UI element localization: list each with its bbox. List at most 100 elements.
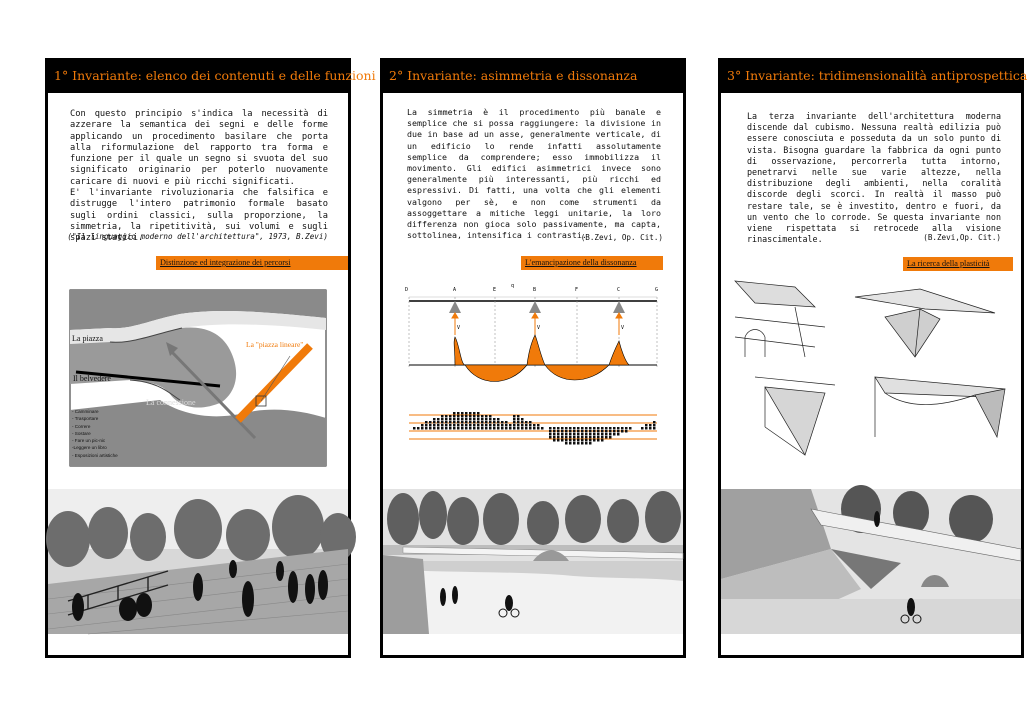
histogram-dot <box>461 424 464 427</box>
histogram-dot <box>441 418 444 421</box>
histogram-dot <box>493 418 496 421</box>
histogram-dot <box>489 427 492 430</box>
histogram-dot <box>557 427 560 430</box>
histogram-dot <box>625 430 628 433</box>
map-activities-list: - Camminare - Trasportare - Correre - So… <box>72 408 118 459</box>
histogram-dot <box>625 427 628 430</box>
histogram-dot <box>457 421 460 424</box>
histogram-dot <box>501 421 504 424</box>
map-label-belvedere: Il belvedere <box>73 374 111 383</box>
histogram-dot <box>561 430 564 433</box>
histogram-dot <box>469 415 472 418</box>
histogram-dot <box>569 433 572 436</box>
histogram-dot <box>445 421 448 424</box>
histogram-dot <box>453 421 456 424</box>
figure-label: La ricerca della plasticità <box>903 257 1013 271</box>
render-bridge-underside <box>721 485 1022 634</box>
histogram-dot <box>577 427 580 430</box>
histogram-dot <box>521 421 524 424</box>
histogram-dot <box>605 430 608 433</box>
histogram-dot <box>501 424 504 427</box>
histogram-dot <box>581 442 584 445</box>
histogram-dot <box>609 433 612 436</box>
histogram-dot <box>465 415 468 418</box>
histogram-dot <box>573 433 576 436</box>
histogram-dot <box>521 424 524 427</box>
site-map: La piazza Il belvedere La connessione La… <box>69 289 327 467</box>
histogram-dot <box>489 424 492 427</box>
histogram-dot <box>493 421 496 424</box>
histogram-dot <box>525 421 528 424</box>
histogram-dot <box>601 433 604 436</box>
histogram-dot <box>445 424 448 427</box>
histogram-dot <box>597 430 600 433</box>
histogram-dot <box>421 427 424 430</box>
histogram-dot <box>493 424 496 427</box>
histogram-dot <box>561 436 564 439</box>
histogram-dot <box>469 427 472 430</box>
histogram-dot <box>645 427 648 430</box>
histogram-dot <box>561 427 564 430</box>
histogram-dot <box>617 433 620 436</box>
histogram-dot <box>573 427 576 430</box>
histogram-dot <box>481 421 484 424</box>
histogram-dot <box>469 421 472 424</box>
histogram-dot <box>581 433 584 436</box>
histogram-dot <box>573 442 576 445</box>
histogram-dot <box>433 424 436 427</box>
render-underside-image <box>721 485 1022 634</box>
histogram-dot <box>585 436 588 439</box>
render-piazza-image <box>46 489 356 635</box>
histogram-dot <box>609 427 612 430</box>
histogram-dot <box>493 427 496 430</box>
activity-item: - Camminare <box>72 409 99 414</box>
histogram-dot <box>477 415 480 418</box>
histogram-dot <box>537 427 540 430</box>
histogram-dot <box>573 430 576 433</box>
histogram-dot <box>605 436 608 439</box>
histogram-dot <box>517 427 520 430</box>
histogram-dot <box>413 427 416 430</box>
panel-header: 3° Invariante: tridimensionalità antipro… <box>721 61 1027 93</box>
node-label: A <box>453 287 457 293</box>
histogram-dot <box>549 427 552 430</box>
histogram-dot <box>417 427 420 430</box>
reaction-label: V <box>457 325 461 331</box>
histogram-dot <box>565 430 568 433</box>
node-label: B <box>533 287 537 293</box>
panel-body-text: La terza invariante dell'architettura mo… <box>747 111 1001 245</box>
histogram-dot <box>449 418 452 421</box>
histogram-dot <box>437 424 440 427</box>
reaction-label: V <box>621 325 625 331</box>
histogram-dot <box>593 427 596 430</box>
histogram-dot <box>589 442 592 445</box>
panel-invariante-2: 2° Invariante: asimmetria e dissonanza L… <box>380 58 686 658</box>
histogram-dot <box>601 436 604 439</box>
histogram-dot <box>457 427 460 430</box>
histogram-dot <box>465 427 468 430</box>
histogram-dot <box>585 430 588 433</box>
histogram-dot <box>549 430 552 433</box>
node-label: G <box>655 287 659 293</box>
histogram-dot <box>581 430 584 433</box>
histogram-dot <box>581 436 584 439</box>
histogram-dot <box>429 424 432 427</box>
histogram-dot <box>589 439 592 442</box>
histogram-dot <box>597 427 600 430</box>
histogram-dot <box>565 433 568 436</box>
histogram-dot <box>481 427 484 430</box>
histogram-dot <box>489 415 492 418</box>
histogram-dot <box>497 427 500 430</box>
activity-item: - Trasportare <box>72 416 99 422</box>
activity-item: - Esposizioni artistiche <box>72 452 118 458</box>
histogram-dot <box>485 418 488 421</box>
histogram-dot <box>513 424 516 427</box>
histogram-dot <box>445 415 448 418</box>
histogram-dot <box>581 439 584 442</box>
map-label-piazza: La piazza <box>72 334 103 343</box>
beam-diagram: D A E B F C G q V V V <box>405 283 659 467</box>
histogram-dot <box>569 436 572 439</box>
histogram-dot <box>645 424 648 427</box>
histogram-dot <box>457 412 460 415</box>
histogram-dot <box>509 427 512 430</box>
